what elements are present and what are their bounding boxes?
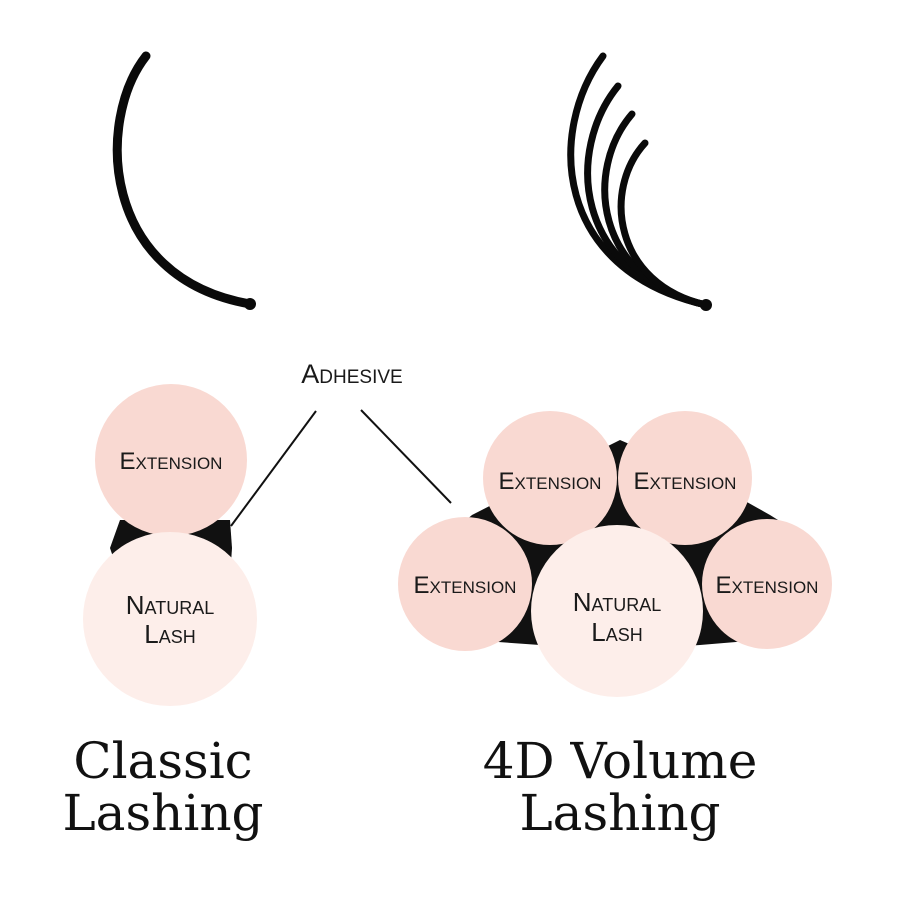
volume-lash-illustration	[567, 52, 712, 311]
extension-label-top-left: Extension	[499, 468, 602, 495]
extension-circle	[95, 384, 247, 536]
fan-lash-base	[700, 299, 712, 311]
extension-circle-left	[398, 517, 532, 651]
natural-lash-circle	[531, 525, 703, 697]
natural-lash-label-line2: Lash	[591, 617, 642, 647]
classic-diagram: Extension Natural Lash	[83, 384, 257, 706]
fan-lash-strand-4	[617, 139, 710, 309]
classic-title-line2: Lashing	[62, 784, 263, 842]
classic-lash-illustration	[112, 51, 256, 310]
classic-title-line1: Classic	[73, 732, 252, 790]
natural-lash-label-line2: Lash	[144, 619, 195, 649]
lash-base	[244, 298, 256, 310]
adhesive-pointer-left	[230, 410, 317, 527]
extension-label: Extension	[120, 448, 223, 475]
single-lash-icon	[112, 51, 255, 309]
extension-label-right: Extension	[716, 572, 819, 599]
volume-title-line2: Lashing	[519, 784, 720, 842]
natural-lash-label-line1: Natural	[126, 590, 214, 620]
volume-diagram: Extension Extension Extension Extension …	[398, 411, 832, 697]
extension-label-top-right: Extension	[634, 468, 737, 495]
extension-circle-top-right	[618, 411, 752, 545]
natural-lash-circle	[83, 532, 257, 706]
extension-circle-right	[702, 519, 832, 649]
extension-circle-top-left	[483, 411, 617, 545]
extension-label-left: Extension	[414, 572, 517, 599]
volume-title-line1: 4D Volume	[483, 732, 758, 790]
adhesive-label: Adhesive	[301, 359, 402, 389]
adhesive-pointer-right	[360, 409, 452, 504]
natural-lash-label-line1: Natural	[573, 587, 661, 617]
